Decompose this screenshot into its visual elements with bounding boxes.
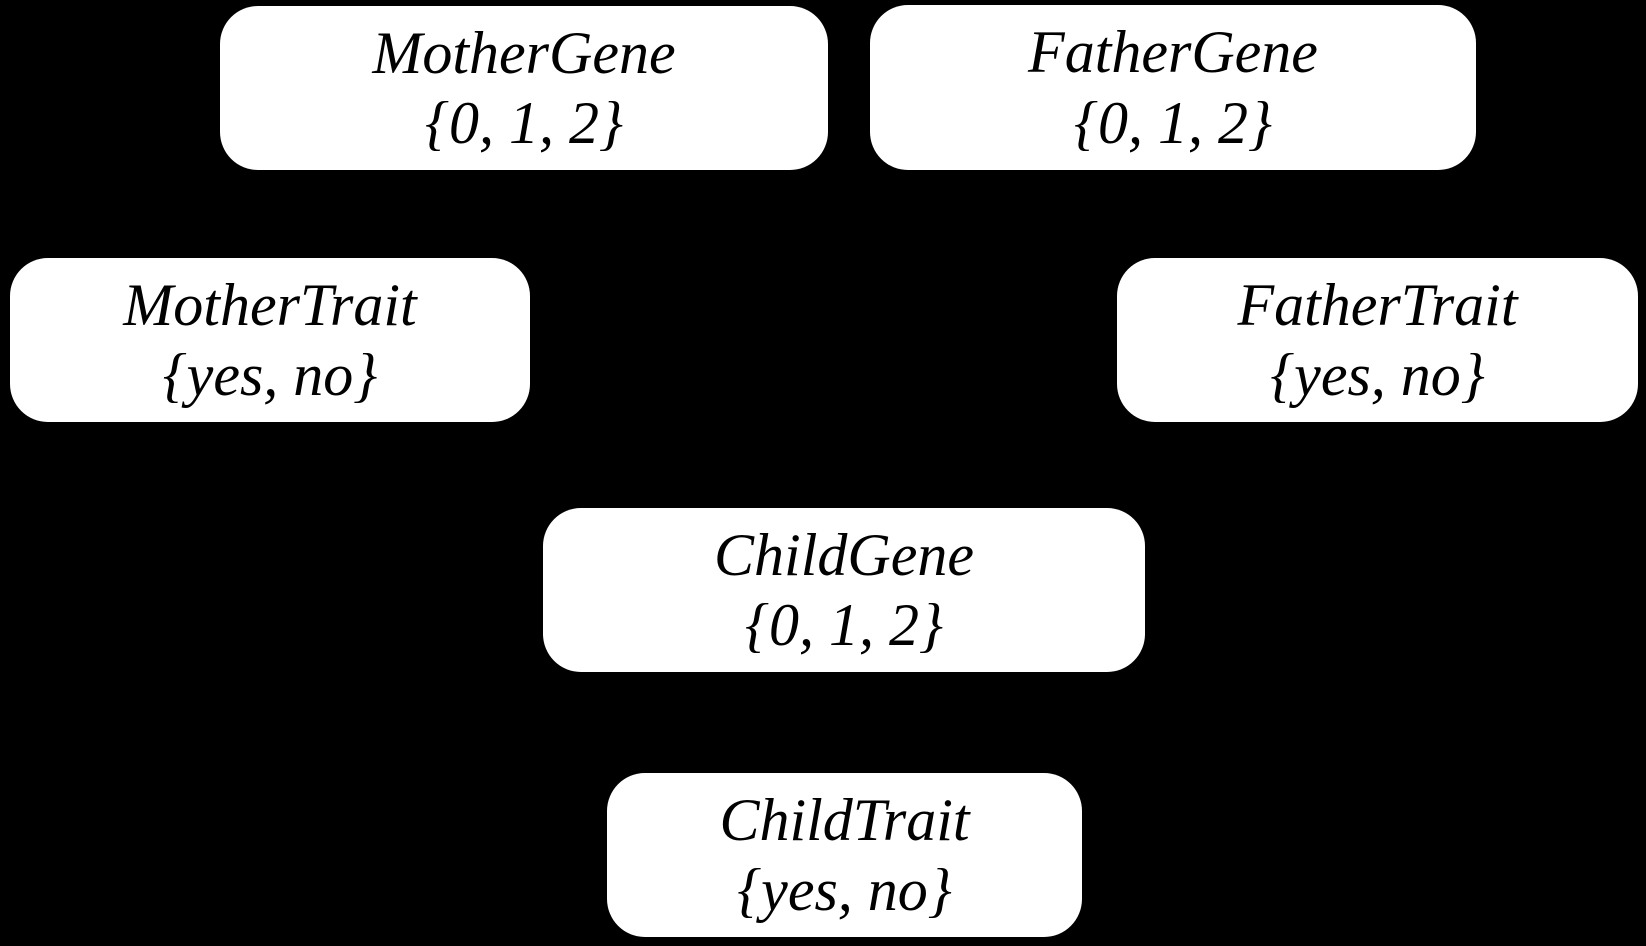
node-label: ChildGene <box>714 521 974 588</box>
node-label: FatherTrait <box>1237 271 1518 338</box>
node-label: ChildTrait <box>719 786 970 853</box>
node-domain: {yes, no} <box>1270 342 1485 408</box>
node-domain: {0, 1, 2} <box>1074 89 1272 156</box>
node-father-gene: FatherGene {0, 1, 2} <box>870 5 1476 170</box>
node-domain: {yes, no} <box>162 342 378 408</box>
node-mother-trait: MotherTrait {yes, no} <box>10 258 530 422</box>
node-child-trait: ChildTrait {yes, no} <box>607 773 1082 937</box>
node-domain: {yes, no} <box>737 857 952 923</box>
node-father-trait: FatherTrait {yes, no} <box>1117 258 1638 422</box>
node-domain: {0, 1, 2} <box>425 90 623 156</box>
node-child-gene: ChildGene {0, 1, 2} <box>543 508 1145 672</box>
node-domain: {0, 1, 2} <box>745 592 943 658</box>
node-label: MotherGene <box>372 19 676 86</box>
node-label: FatherGene <box>1028 19 1318 86</box>
node-label: MotherTrait <box>123 271 417 338</box>
node-mother-gene: MotherGene {0, 1, 2} <box>220 6 828 170</box>
